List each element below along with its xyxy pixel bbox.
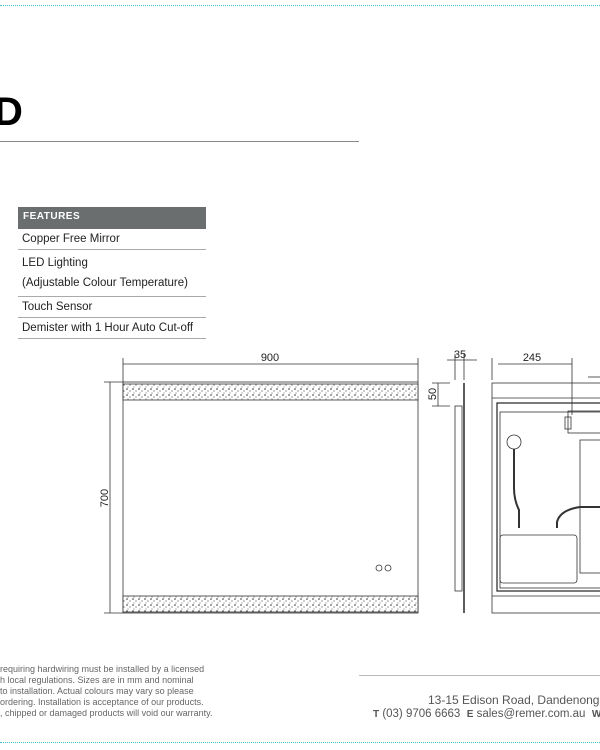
feature-item-line: (Adjustable Colour Temperature)	[22, 277, 188, 289]
power-supply-box	[499, 534, 578, 584]
front-view	[104, 358, 419, 614]
strip-dimension: 50	[427, 388, 439, 400]
company-address: 13-15 Edison Road, Dandenong So	[428, 693, 600, 707]
back-depth-dimension: 245	[523, 352, 541, 364]
top-dotted-border	[0, 5, 600, 6]
feature-item: Demister with 1 Hour Auto Cut-off	[18, 318, 206, 339]
disclaimer-line: to installation. Actual colours may vary…	[0, 686, 194, 696]
disclaimer-text: requiring hardwiring must be installed b…	[0, 664, 220, 719]
power-plug-icon	[506, 434, 522, 450]
email-link[interactable]: sales@remer.com.au	[476, 708, 586, 720]
disclaimer-line: ordering. Installation is acceptance of …	[0, 697, 204, 707]
bottom-dotted-border	[0, 742, 600, 743]
features-table: FEATURES Copper Free Mirror LED Lighting…	[18, 207, 206, 339]
height-dimension: 700	[99, 489, 111, 507]
title-divider	[0, 141, 359, 142]
technical-drawing: 900 700 35 50 245	[99, 349, 600, 614]
features-heading: FEATURES	[18, 207, 206, 229]
disclaimer-line: h local regulations. Sizes are in mm and…	[0, 675, 194, 685]
feature-item-line: LED Lighting	[22, 257, 88, 269]
phone-label: T	[373, 709, 380, 720]
feature-item: Copper Free Mirror	[18, 229, 206, 250]
phone-number: (03) 9706 6663	[382, 708, 461, 720]
depth-dimension: 35	[454, 349, 466, 361]
email-label: E	[466, 709, 474, 720]
back-view	[491, 358, 600, 614]
disclaimer-line: , chipped or damaged products will void …	[0, 708, 213, 718]
feature-item: LED Lighting (Adjustable Colour Temperat…	[18, 250, 206, 297]
product-title: D	[0, 90, 23, 134]
footer-divider	[359, 675, 600, 676]
contact-line: T (03) 9706 6663 E sales@remer.com.au W	[373, 708, 600, 720]
led-strip-bottom	[122, 595, 419, 613]
side-view	[432, 354, 477, 613]
disclaimer-line: requiring hardwiring must be installed b…	[0, 664, 205, 674]
feature-item: Touch Sensor	[18, 297, 206, 318]
touch-sensor-icon	[384, 564, 392, 572]
web-label: W	[591, 709, 600, 720]
touch-sensor-icon	[375, 564, 383, 572]
width-dimension: 900	[261, 352, 279, 364]
led-strip-top	[122, 383, 419, 401]
